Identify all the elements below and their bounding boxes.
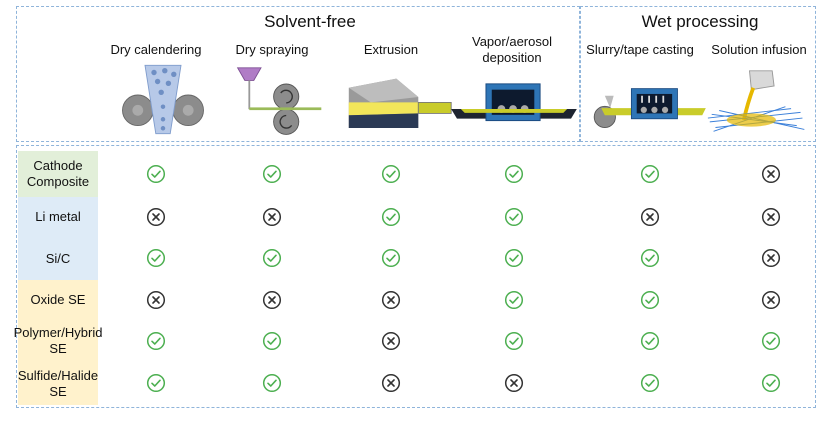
method-solution-infusion: Solution infusion (711, 42, 807, 57)
solvent-free-frame (16, 6, 580, 142)
check-circle-icon (381, 164, 401, 184)
row-label-li-metal: Li metal (18, 197, 98, 237)
cross-circle-icon (381, 290, 401, 310)
method-dry-calendering: Dry calendering (110, 42, 202, 57)
wet-processing-title: Wet processing (641, 12, 759, 31)
check-circle-icon (146, 164, 166, 184)
extrusion-illustration (348, 78, 452, 129)
check-circle-icon (146, 373, 166, 393)
row-label-oxide: Oxide SE (18, 280, 98, 320)
cross-circle-icon (761, 164, 781, 184)
check-circle-icon (640, 331, 660, 351)
check-circle-icon (640, 290, 660, 310)
check-circle-icon (640, 164, 660, 184)
row-label-sic: Si/C (18, 237, 98, 280)
cross-circle-icon (761, 248, 781, 268)
cross-circle-icon (262, 207, 282, 227)
vapor-deposition-illustration (451, 83, 577, 122)
dry-spraying-illustration (236, 67, 322, 135)
cross-circle-icon (262, 290, 282, 310)
check-circle-icon (640, 373, 660, 393)
check-circle-icon (504, 248, 524, 268)
method-dry-spraying: Dry spraying (235, 42, 309, 57)
cross-circle-icon (381, 373, 401, 393)
cross-circle-icon (761, 207, 781, 227)
row-label-sulfide: Sulfide/Halide SE (18, 362, 98, 405)
cross-circle-icon (640, 207, 660, 227)
check-circle-icon (262, 248, 282, 268)
check-circle-icon (146, 248, 166, 268)
check-circle-icon (761, 331, 781, 351)
cross-circle-icon (146, 290, 166, 310)
wet-processing-frame (580, 6, 816, 142)
check-circle-icon (504, 207, 524, 227)
check-circle-icon (146, 331, 166, 351)
check-circle-icon (640, 248, 660, 268)
method-vapor-deposition: Vapor/aerosol deposition (472, 34, 552, 65)
check-circle-icon (504, 331, 524, 351)
method-slurry-casting: Slurry/tape casting (586, 42, 694, 57)
row-label-polymer: Polymer/Hybrid SE (14, 320, 102, 362)
solution-infusion-illustration (707, 70, 805, 132)
cross-circle-icon (146, 207, 166, 227)
check-circle-icon (381, 207, 401, 227)
check-circle-icon (504, 290, 524, 310)
cross-circle-icon (381, 331, 401, 351)
check-circle-icon (381, 248, 401, 268)
check-circle-icon (761, 373, 781, 393)
check-circle-icon (262, 164, 282, 184)
check-circle-icon (262, 373, 282, 393)
dry-calendering-illustration (122, 64, 204, 135)
table-frame (16, 145, 816, 408)
method-extrusion: Extrusion (363, 42, 419, 57)
check-circle-icon (262, 331, 282, 351)
check-circle-icon (504, 164, 524, 184)
cross-circle-icon (504, 373, 524, 393)
row-label-cathode: Cathode Composite (18, 151, 98, 197)
cross-circle-icon (761, 290, 781, 310)
slurry-casting-illustration (593, 88, 706, 129)
solvent-free-title: Solvent-free (264, 12, 356, 31)
